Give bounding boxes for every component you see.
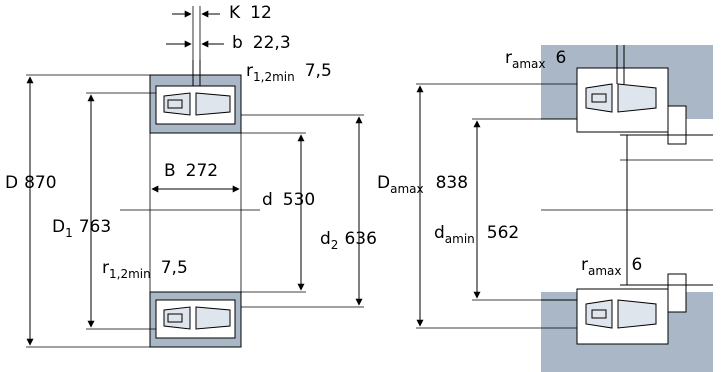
top-roller-detail — [163, 92, 231, 116]
locknut-bottom — [667, 273, 687, 313]
right-bottom-rollers — [585, 299, 657, 329]
bottom-roller-detail — [163, 306, 231, 330]
housing-left-strip — [541, 79, 577, 119]
locknut-top — [667, 105, 687, 145]
right-top-rollers — [585, 83, 657, 113]
housing-bottom — [541, 342, 713, 372]
